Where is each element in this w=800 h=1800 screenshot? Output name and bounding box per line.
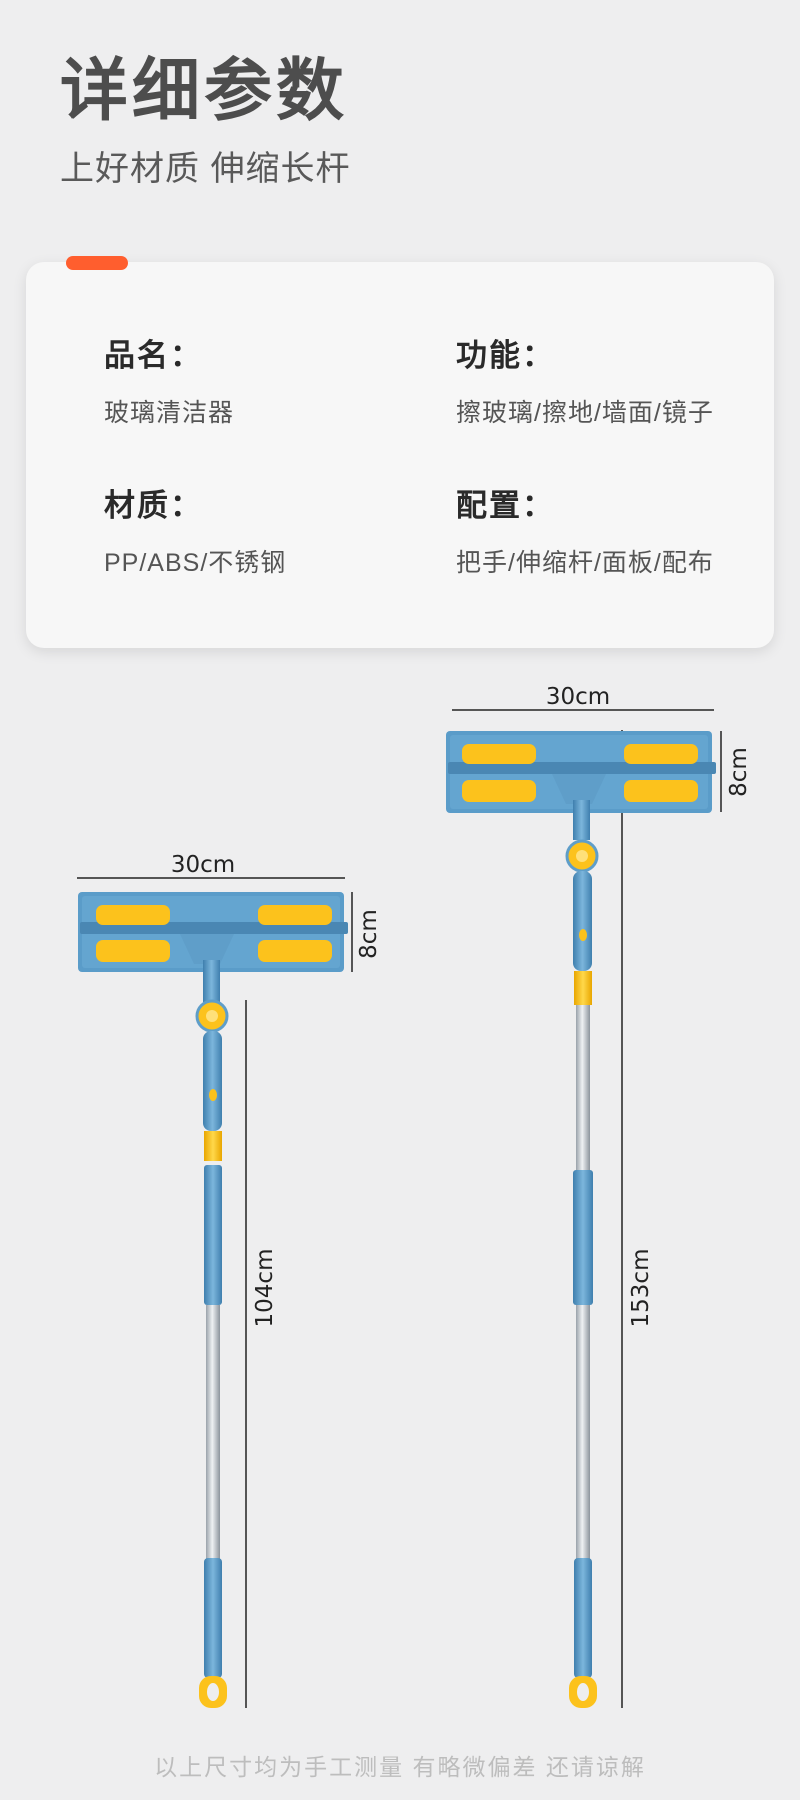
lock-ring [204, 1131, 222, 1161]
width-label: 30cm [171, 852, 235, 878]
lock-ring [574, 971, 592, 1005]
bottom-grip [574, 1558, 592, 1678]
spec-label: 功能： [456, 338, 555, 373]
clip [96, 905, 170, 925]
width-label: 30cm [546, 684, 610, 710]
scraper-bar [448, 762, 716, 774]
measurement-note: 以上尺寸均为手工测量 有略微偏差 还请谅解 [154, 1754, 646, 1780]
handle-segment [203, 1031, 222, 1131]
page-title: 详细参数 [60, 52, 349, 131]
handle-segment [573, 871, 592, 971]
spec-label: 配置： [456, 488, 555, 523]
product-short: 30cm 8cm 104cm [77, 852, 382, 1708]
head-connector [180, 934, 234, 964]
clip [624, 744, 698, 764]
spec-value: 玻璃清洁器 [104, 399, 235, 427]
spec-item-name: 品名： 玻璃清洁器 [104, 340, 234, 426]
head-height-label: 8cm [356, 909, 382, 959]
spec-label: 品名： [104, 338, 203, 373]
clip [96, 940, 170, 962]
accent-tab [66, 256, 128, 270]
length-label: 104cm [252, 1249, 278, 1328]
page-subtitle: 上好材质 伸缩长杆 [60, 150, 351, 188]
spec-value: PP/ABS/不锈钢 [104, 549, 287, 577]
head-height-label: 8cm [726, 747, 752, 797]
clip [462, 744, 536, 764]
pole-segment [573, 1170, 593, 1305]
product-long: 30cm 8cm 153cm [446, 684, 752, 1708]
spec-value: 把手/伸缩杆/面板/配布 [456, 549, 714, 577]
steel-pole [576, 1005, 590, 1170]
clip [624, 780, 698, 802]
pole-segment [204, 1165, 222, 1305]
head-connector [552, 774, 606, 804]
spec-item-configuration: 配置： 把手/伸缩杆/面板/配布 [456, 490, 714, 576]
length-label: 153cm [628, 1249, 654, 1328]
clip [258, 905, 332, 925]
spec-card [26, 262, 774, 648]
steel-pole [206, 1305, 220, 1560]
product-diagram: 30cm 8cm 104cm [77, 684, 752, 1708]
clip [258, 940, 332, 962]
steel-pole [576, 1305, 590, 1560]
spec-item-material: 材质： PP/ABS/不锈钢 [104, 490, 286, 576]
spec-item-function: 功能： 擦玻璃/擦地/墙面/镜子 [456, 340, 714, 426]
spec-value: 擦玻璃/擦地/墙面/镜子 [456, 399, 714, 427]
clip [462, 780, 536, 802]
spec-label: 材质： [104, 488, 203, 523]
bottom-grip [204, 1558, 222, 1678]
